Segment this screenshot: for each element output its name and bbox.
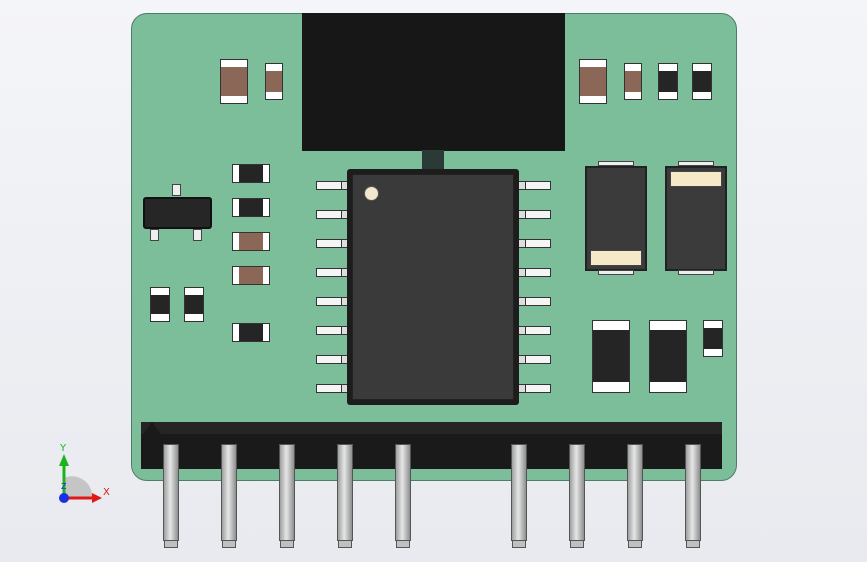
ic-pin-r1: [518, 181, 551, 190]
header-pin-2-tip: [222, 540, 236, 548]
header-pin-6: [511, 444, 527, 541]
capacitor-c6: [649, 320, 687, 393]
resistor-r2: [624, 63, 642, 100]
diode-d1-tab-top: [598, 161, 634, 166]
resistor-r8: [232, 266, 270, 285]
resistor-r6: [232, 198, 270, 217]
ic-pin-r2: [518, 210, 551, 219]
header-connector-top: [141, 422, 722, 436]
capacitor-c2: [579, 59, 607, 104]
x-axis-arrow: [92, 493, 102, 503]
diode-d2: [665, 166, 727, 271]
header-pin-4: [337, 444, 353, 541]
ic-pin-l3: [316, 239, 349, 248]
transformer-block: [302, 13, 565, 151]
ic-pin-l4: [316, 268, 349, 277]
ic-pin-l1: [316, 181, 349, 190]
resistor-r9: [232, 323, 270, 342]
capacitor-c4: [184, 287, 204, 322]
diode-d2-band: [670, 171, 722, 187]
ic-pin-l5: [316, 297, 349, 306]
sot23-transistor: [143, 197, 212, 229]
resistor-r3: [658, 63, 678, 100]
header-pin-5-tip: [396, 540, 410, 548]
capacitor-c1: [220, 59, 248, 104]
header-pin-9: [685, 444, 701, 541]
header-pin-6-tip: [512, 540, 526, 548]
ic-pin-r6: [518, 326, 551, 335]
x-axis-label: X: [103, 487, 110, 498]
header-pin-2: [221, 444, 237, 541]
header-pin-7-tip: [570, 540, 584, 548]
diode-d2-tab-top: [678, 161, 714, 166]
ic-pin1-marker: [364, 186, 379, 201]
resistor-r10: [703, 320, 723, 357]
ic-pin-l6: [316, 326, 349, 335]
axis-triad-arc: [64, 476, 93, 498]
diode-d2-tab-bottom: [678, 270, 714, 275]
header-pin-8-tip: [628, 540, 642, 548]
capacitor-c5: [592, 320, 630, 393]
resistor-r4: [692, 63, 712, 100]
header-pin-3-tip: [280, 540, 294, 548]
header-pin-3: [279, 444, 295, 541]
diode-d1: [585, 166, 647, 271]
ic-pin-r5: [518, 297, 551, 306]
ic-pin-l7: [316, 355, 349, 364]
header-pin-4-tip: [338, 540, 352, 548]
z-axis-dot: [59, 493, 69, 503]
axis-triad: [59, 454, 102, 503]
sot-lead-right: [193, 229, 202, 241]
y-axis-label: Y: [60, 443, 67, 454]
sot-lead-top: [172, 184, 181, 196]
ic-pin-l2: [316, 210, 349, 219]
header-notch: [143, 422, 161, 434]
diode-d1-band: [590, 250, 642, 266]
transformer-tab: [422, 150, 444, 170]
sot-lead-left: [150, 229, 159, 241]
header-pin-1: [163, 444, 179, 541]
ic-chip-top: [352, 174, 514, 400]
z-axis-label: Z: [61, 482, 67, 491]
header-pin-9-tip: [686, 540, 700, 548]
resistor-r5: [232, 164, 270, 183]
header-pin-1-tip: [164, 540, 178, 548]
header-connector: [141, 434, 722, 469]
diode-d1-tab-bottom: [598, 270, 634, 275]
header-pin-7: [569, 444, 585, 541]
ic-pin-r8: [518, 384, 551, 393]
resistor-r1: [265, 63, 283, 100]
y-axis-arrow: [59, 454, 69, 466]
ic-pin-l8: [316, 384, 349, 393]
header-pin-5: [395, 444, 411, 541]
header-pin-8: [627, 444, 643, 541]
ic-pin-r4: [518, 268, 551, 277]
capacitor-c3: [150, 287, 170, 322]
ic-pin-r3: [518, 239, 551, 248]
resistor-r7: [232, 232, 270, 251]
ic-pin-r7: [518, 355, 551, 364]
